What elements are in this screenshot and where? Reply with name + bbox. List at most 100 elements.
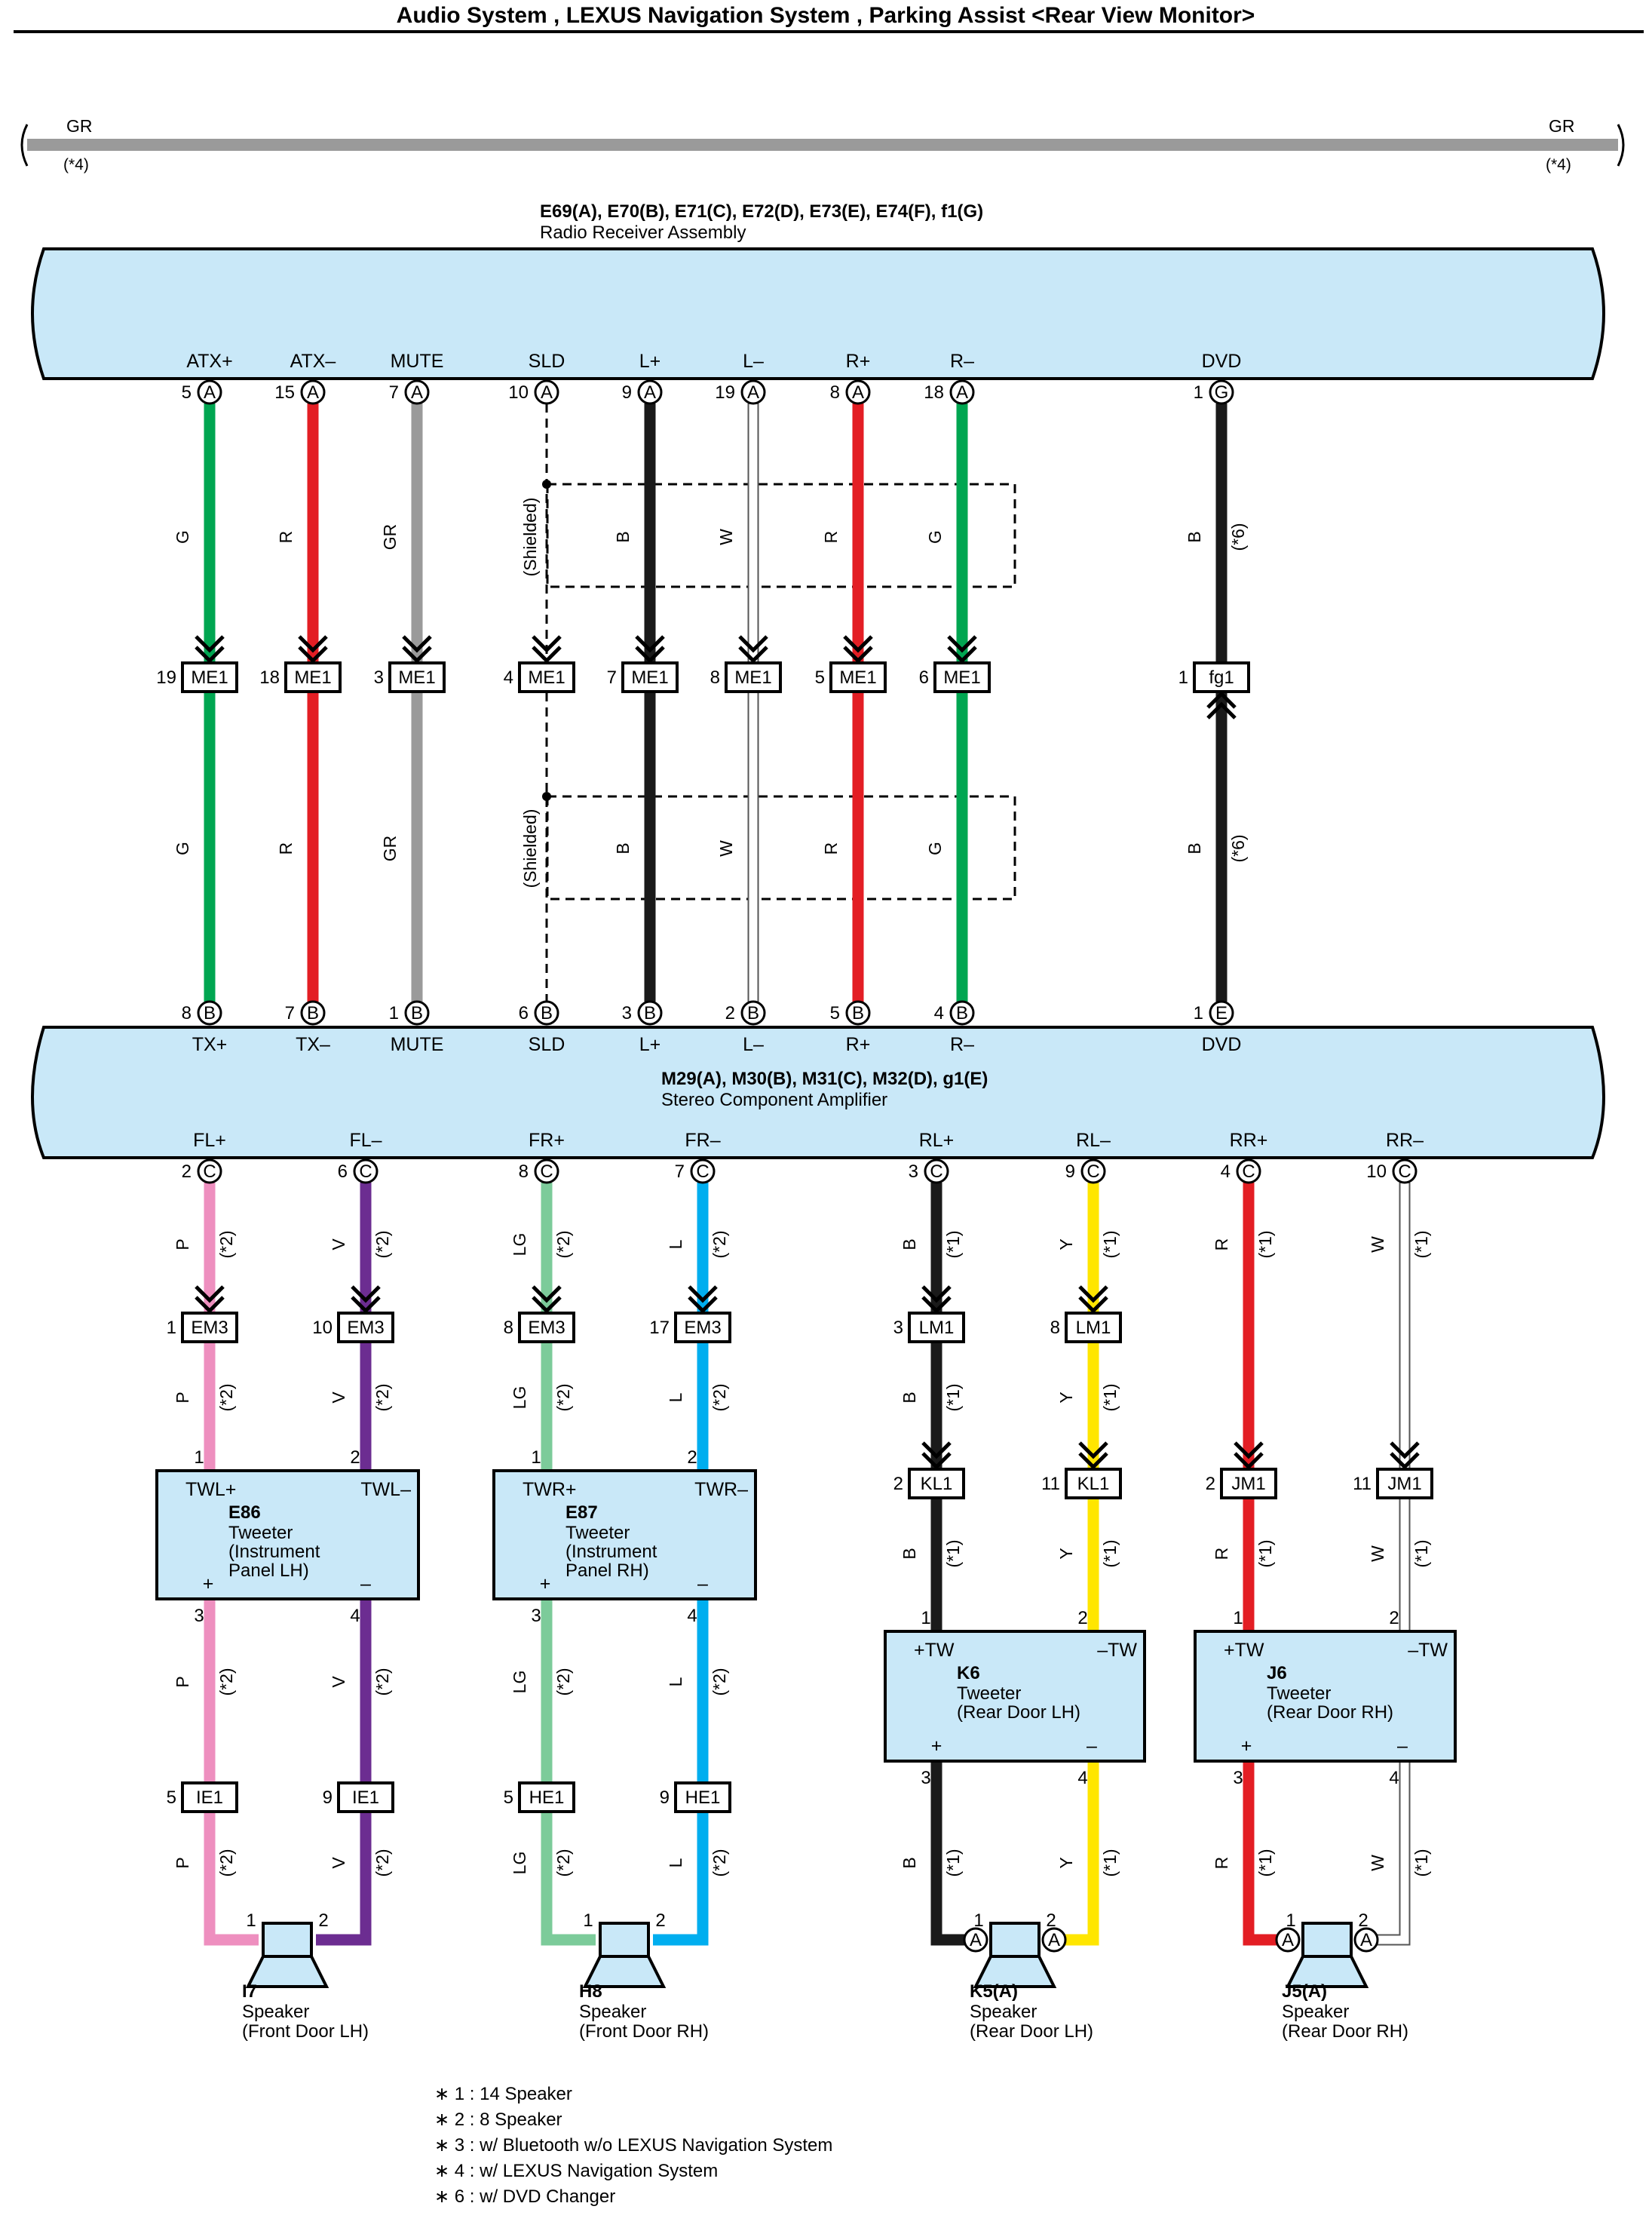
amp-out-pin-num-4: 3 [909,1161,918,1182]
tweeter-plus-sign-3: + [1241,1735,1252,1757]
speaker-conn-minus-2 [1041,1927,1067,1953]
front-color-b-1: V [329,1392,348,1404]
speaker-pin1-3: 1 [1286,1910,1295,1931]
amp-out-pin-3-letter: C [696,1161,709,1182]
amp-in-pin-num-1: 7 [285,1003,295,1023]
junction-arrow-2-0 [402,646,432,664]
rear-junction-5-label: KL1 [1077,1474,1110,1494]
tweeter-code-1: E87 [565,1502,598,1523]
speaker-conn-minus-3 [1353,1927,1379,1953]
amp-in-pin-num-5: 2 [725,1003,735,1023]
junction-4-label: ME1 [631,667,668,688]
amp-out-pin-4-letter: C [930,1161,942,1182]
amp-in-pin-num-6: 5 [830,1003,840,1023]
upper-wire-color-bottom-0: G [173,842,192,855]
tweeter-minus-sign-1: – [697,1573,708,1594]
amp-out-signal-2: FR+ [529,1130,565,1151]
amp-signal-1: TX– [296,1034,330,1055]
tweeter-minus-label-2: –TW [1097,1640,1137,1661]
tweeter-name-1-2: Panel RH) [565,1560,649,1581]
amp-in-pin-7 [949,1000,975,1026]
tweeter-out-pin-minus-3: 4 [1389,1768,1399,1788]
front-color-b-2: LG [510,1386,529,1410]
junction-3-label: ME1 [528,667,565,688]
junction-2-label: ME1 [398,667,435,688]
amp-out-pin-num-0: 2 [182,1161,192,1182]
tweeter-name-2-1: (Rear Door LH) [957,1702,1080,1723]
lm1-junction-5-label: LM1 [1076,1318,1111,1338]
door-junction-1-label: IE1 [352,1787,379,1808]
upper-wire-color-bottom-7: G [925,842,945,855]
labels-layer: ATX+TX+A5B8ME119GGATX–TX–A15B7ME118RRMUT… [156,351,1448,2042]
amp-out-pin-5 [1080,1158,1106,1184]
em3-arrow-3-0 [688,1296,718,1314]
note-2: ∗ 2 : 8 Speaker [434,2110,562,2130]
radio-signal-0: ATX+ [186,351,232,372]
rear-junction-arrow-5-0 [1078,1452,1108,1470]
em3-junction-1-label: EM3 [347,1318,384,1338]
front-note-a-1: (*2) [372,1230,392,1258]
junction-4 [621,661,679,693]
rear-note-b-4: (*1) [943,1383,963,1411]
rear-note-b-5: (*1) [1100,1383,1120,1411]
radio-pin-8 [1209,379,1234,405]
rear-color-c-6: R [1212,1548,1231,1560]
amp-out-pin-7 [1392,1158,1418,1184]
speaker-conn-plus-3-letter: A [1282,1930,1294,1950]
rear-junction-pin-5: 11 [1041,1474,1060,1494]
lm1-junction-5 [1065,1312,1122,1343]
amp-in-pin-2-letter: B [411,1003,423,1023]
radio-pin-3 [534,379,559,405]
rear-color-c-5: Y [1056,1548,1076,1559]
tweeter-minus-sign-0: – [360,1573,371,1594]
amp-signal-4: L+ [639,1034,661,1055]
door-junction-pin-3: 9 [660,1787,670,1808]
speaker-location-1: (Front Door RH) [579,2021,709,2042]
lm1-arrow-5-1 [1078,1285,1108,1303]
radio-signal-8: DVD [1202,351,1242,372]
junction-2 [388,661,446,693]
door-junction-0 [181,1781,238,1813]
amp-out-pin-1-letter: C [359,1161,372,1182]
lm1-junction-4-label: LM1 [919,1318,955,1338]
rear-color-d-6: R [1212,1857,1231,1870]
speaker-conn-plus-2-letter: A [970,1930,982,1950]
radio-pin-num-5: 19 [715,382,735,403]
junction-arrow-3-1 [532,635,562,653]
radio-pin-2-letter: A [411,382,423,403]
tweeter-code-3: J6 [1267,1663,1287,1683]
speaker-code-1: H8 [579,1981,602,2002]
amplifier-box [31,1026,1605,1159]
amp-in-pin-num-4: 3 [622,1003,632,1023]
speaker-pin2-1: 2 [655,1910,665,1931]
amp-in-pin-8-letter: E [1215,1003,1228,1023]
front-note-c-0: (*2) [216,1668,236,1695]
speaker-cone-0 [245,1955,329,1988]
amp-out-signal-4: RL+ [919,1130,955,1151]
tweeter-name-1-0: Tweeter [565,1523,630,1543]
speaker-code-0: I7 [242,1981,257,2002]
rear-junction-pin-6: 2 [1206,1474,1215,1494]
door-junction-2-label: HE1 [529,1787,565,1808]
radio-pin-3-letter: A [541,382,553,403]
rear-color-a-7: W [1368,1236,1387,1253]
em3-arrow-2-1 [532,1285,562,1303]
amp-out-pin-2 [534,1158,559,1184]
front-color-a-0: P [173,1238,192,1250]
front-note-c-2: (*2) [553,1668,573,1695]
speaker-conn-plus-3 [1275,1927,1301,1953]
front-note-b-0: (*2) [216,1383,236,1411]
speaker-pin1-2: 1 [973,1910,983,1931]
speaker-magnet-1 [599,1922,650,1958]
amp-in-pin-5 [740,1000,766,1026]
front-note-b-1: (*2) [372,1383,392,1411]
junction-arrow-3-0 [532,646,562,664]
gr-wire-right-note: (*4) [1546,156,1571,173]
gr-wire-right-break [1617,124,1625,167]
junction-arrow-0-0 [195,646,225,664]
front-color-a-2: LG [510,1233,529,1257]
junction-6-label: ME1 [839,667,876,688]
front-color-d-0: P [173,1857,192,1868]
speaker-magnet-2 [989,1922,1041,1958]
amp-in-pin-1 [300,1000,326,1026]
